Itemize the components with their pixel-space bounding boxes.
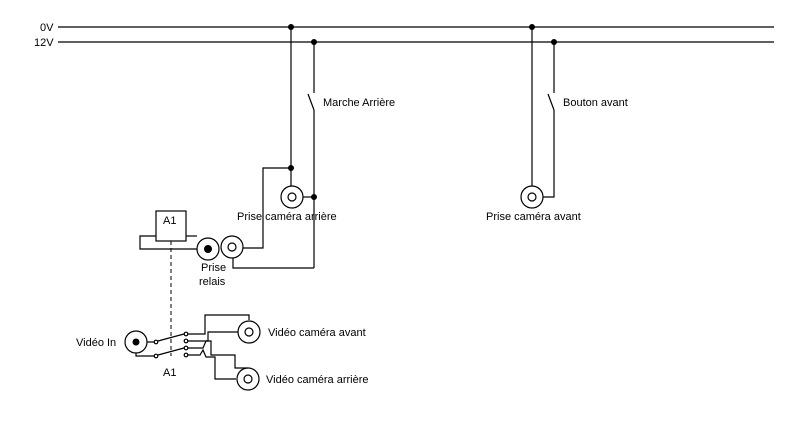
rear-video-wire-inner	[188, 348, 236, 380]
relay-contact-label: A1	[163, 367, 176, 379]
relay-coil-label: A1	[163, 215, 176, 227]
video-in-socket-pin	[132, 338, 140, 346]
front-switch-label: Bouton avant	[563, 97, 628, 109]
rail-12v-label: 12V	[34, 37, 54, 49]
relay-contact-common	[153, 339, 159, 345]
relay-plug-pin	[204, 245, 212, 253]
video-rear-camera-label: Vidéo caméra arrière	[266, 374, 369, 386]
relay-12v-wire	[232, 258, 314, 269]
front-video-wire-outer	[188, 314, 250, 335]
video-front-camera-label: Vidéo caméra avant	[268, 327, 366, 339]
video-in-label: Vidéo In	[76, 337, 116, 349]
video-rear-camera-socket-pin	[243, 374, 253, 384]
video-front-camera-socket-pin	[244, 327, 254, 337]
front-camera-socket-label: Prise caméra avant	[486, 211, 581, 223]
relay-contact-blade	[157, 333, 185, 342]
relay-contact-front	[183, 345, 189, 351]
rail-0v-label: 0V	[40, 22, 54, 34]
relay-0v-wire	[243, 167, 291, 249]
relay-contact-rear	[183, 352, 189, 358]
rear-camera-socket-pin	[287, 192, 297, 202]
relay-coil-wire-left	[139, 235, 197, 250]
relay-coil-box	[155, 210, 187, 242]
video-in-wire-lower	[135, 353, 155, 357]
reverse-switch-blade	[307, 93, 315, 111]
relay-contact-blade	[157, 347, 185, 356]
rear-camera-socket-label: Prise caméra arrière	[237, 211, 337, 223]
rear-video-wire-outer	[188, 340, 248, 369]
relay-contact-front	[183, 331, 189, 337]
relay-socket-label-line1: Prise	[201, 262, 226, 274]
relay-contact-common	[153, 353, 159, 359]
relay-contact-rear	[183, 338, 189, 344]
relay-socket-label-line2: relais	[199, 276, 226, 288]
front-switch-blade	[547, 93, 555, 111]
front-camera-socket-pin	[527, 192, 537, 202]
reverse-switch-label: Marche Arrière	[323, 97, 395, 109]
relay-socket-pin	[227, 242, 237, 252]
front-12v-drop-lower	[543, 110, 555, 198]
